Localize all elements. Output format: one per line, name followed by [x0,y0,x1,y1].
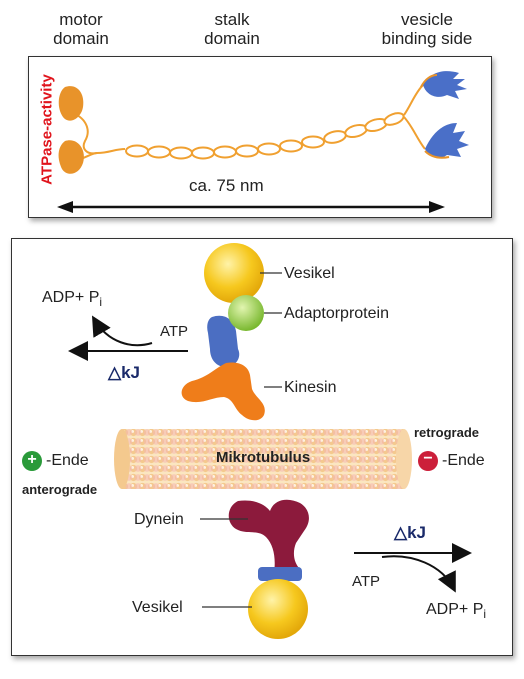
vesikel-top [204,243,264,303]
stalk-beads [125,112,405,160]
plus-end-label: -Ende [46,452,89,469]
minus-sign: − [423,450,433,467]
atpase-activity-label: ATPase-activity [38,74,56,185]
kinesin-structure-diagram [57,71,469,213]
adaptorprotein [228,295,264,331]
minus-end-label: -Ende [442,452,485,469]
mikrotubulus [114,429,412,489]
anterograde-label: anterograde [22,482,98,497]
adp-pi-left: ADP+ Pi [42,289,103,310]
leader-lines [200,272,282,608]
delta-kj-left: △kJ [108,363,140,382]
mikrotubulus-label: Mikrotubulus [216,449,311,466]
retrograde-label: retrograde [414,425,480,440]
delta-kj-right: △kJ [394,523,426,542]
length-arrow [57,201,445,213]
dynein-label: Dynein [134,511,184,528]
length-label: ca. 75 nm [189,176,264,195]
left-energy-arrows [68,315,188,361]
vesikel-top-label: Vesikel [284,265,335,282]
plus-sign: + [27,451,37,468]
vesikel-bottom [248,579,308,639]
adaptorprotein-label: Adaptorprotein [284,305,389,322]
motor-domain-label: motor domain [53,10,109,48]
vesicle-binding-heads [420,71,469,159]
adp-pi-right: ADP+ Pi [426,601,487,622]
kinesin-label: Kinesin [284,379,337,396]
stalk-domain-label: stalk domain [204,10,260,48]
atp-right: ATP [352,573,381,590]
vesicle-binding-side-label: vesicle binding side [381,10,473,48]
dynein-motor [228,499,309,581]
kinesin-structure-panel: ATPase-activity ca. 75 nm [28,56,492,218]
axonal-transport-diagram [22,243,472,639]
plus-end-marker [22,451,42,471]
minus-end-marker [418,451,438,471]
axonal-transport-panel: Vesikel Adaptorprotein Kinesin Mikrotubu… [11,238,513,656]
kinesin-motor [181,315,265,421]
motor-domain-heads [58,86,84,174]
vesikel-bottom-label: Vesikel [132,599,183,616]
atp-left: ATP [160,323,189,340]
right-energy-arrows [354,543,472,593]
